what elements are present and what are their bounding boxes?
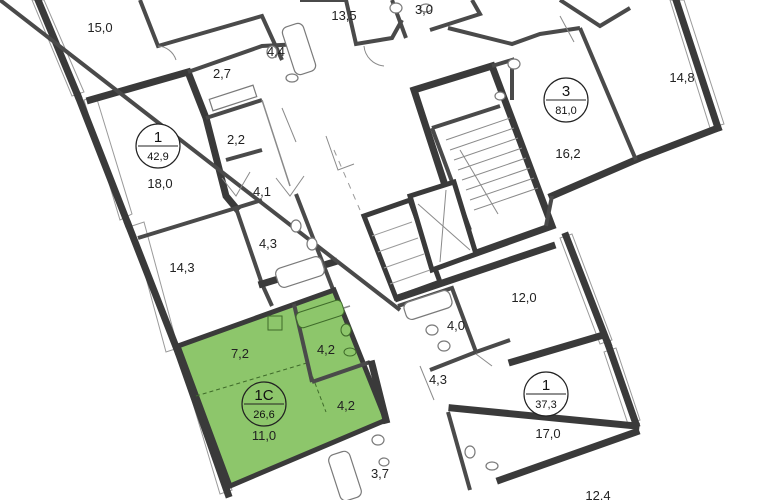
room-area-label: 4,4	[267, 44, 285, 59]
room-area-label: 18,0	[147, 176, 172, 191]
room-area-label: 13,5	[331, 8, 356, 23]
room-area-label: 4,2	[337, 398, 355, 413]
apartment-number: 3	[562, 83, 570, 100]
room-labels: 15,0 13,5 3,0 4,4 2,7 2,2 18,0 4,1 4,3 1…	[87, 2, 694, 500]
room-area-label: 17,0	[535, 426, 560, 441]
building-core	[333, 61, 557, 302]
room-area-label: 3,0	[415, 2, 433, 17]
walls-lower-right	[0, 0, 641, 491]
right-facade	[547, 0, 725, 429]
room-area-label: 14,8	[669, 70, 694, 85]
apartment-area: 26,6	[253, 409, 274, 421]
room-area-label: 7,2	[231, 346, 249, 361]
room-area-label: 11,0	[252, 428, 276, 443]
room-area-label: 12,4	[585, 488, 610, 500]
room-area-label: 3,7	[371, 466, 389, 481]
apartment-badge-1c-266[interactable]: 1С 26,6	[241, 381, 287, 427]
left-facade	[31, 0, 233, 499]
room-area-label: 15,0	[87, 20, 112, 35]
room-area-label: 16,2	[555, 146, 580, 161]
apartment-area: 42,9	[147, 151, 168, 163]
room-area-label: 4,2	[317, 342, 335, 357]
room-area-label: 4,3	[259, 236, 277, 251]
room-area-label: 2,7	[213, 66, 231, 81]
apartment-1c-highlight[interactable]	[174, 286, 391, 490]
apartment-badge-1-373[interactable]: 1 37,3	[523, 371, 569, 417]
apartment-badge-3-810[interactable]: 3 81,0	[543, 77, 589, 123]
apartment-area: 37,3	[535, 399, 556, 411]
room-area-label: 14,3	[169, 260, 194, 275]
room-area-label: 4,3	[429, 372, 447, 387]
fixtures	[208, 2, 521, 500]
room-area-label: 4,1	[253, 184, 271, 199]
room-area-label: 4,0	[447, 318, 465, 333]
apartment-badge-1-429[interactable]: 1 42,9	[135, 123, 181, 169]
room-area-label: 12,0	[511, 290, 536, 305]
room-area-label: 2,2	[227, 132, 245, 147]
apartment-area: 81,0	[555, 105, 576, 117]
apartment-number: 1	[542, 377, 550, 394]
apartment-number: 1	[154, 129, 162, 146]
apartment-number: 1С	[254, 387, 273, 404]
doors	[157, 15, 575, 401]
